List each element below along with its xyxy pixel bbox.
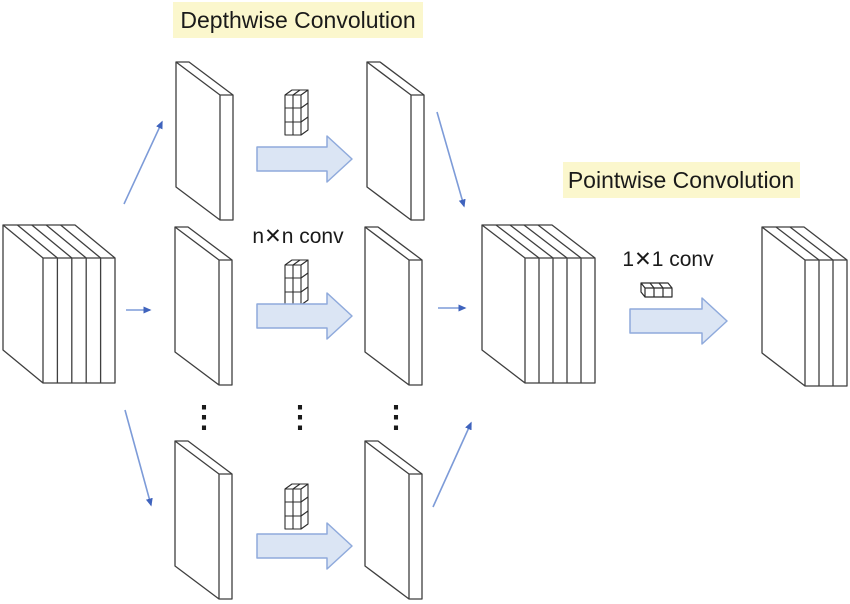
channel-slab-top bbox=[175, 61, 234, 221]
split-arrow-top bbox=[123, 120, 163, 205]
output-tensor bbox=[761, 226, 848, 387]
depthwise-conv-arrow-middle bbox=[256, 292, 353, 340]
channel-slab-bottom bbox=[174, 440, 233, 600]
merge-arrow-bottom bbox=[432, 421, 472, 508]
pointwise-title-highlight bbox=[563, 162, 800, 198]
ellipsis-kernel-column: ⋮ bbox=[285, 401, 315, 434]
depthwise-kernel-bottom bbox=[284, 483, 309, 530]
depthwise-kernel-middle bbox=[284, 259, 309, 306]
merge-arrow-top bbox=[436, 111, 466, 208]
input-tensor bbox=[2, 224, 116, 384]
split-arrow-bottom bbox=[124, 409, 153, 507]
pointwise-conv-arrow bbox=[629, 297, 728, 345]
depthwise-conv-arrow-top bbox=[256, 135, 353, 183]
filtered-slab-middle bbox=[364, 226, 423, 386]
filtered-slab-top bbox=[366, 61, 425, 221]
filtered-slab-bottom bbox=[364, 440, 423, 600]
depthwise-title: Depthwise Convolution bbox=[180, 7, 415, 33]
concatenated-tensor bbox=[481, 224, 596, 384]
depthwise-title-highlight bbox=[173, 2, 423, 38]
depthwise-kernel-label: n✕n conv bbox=[252, 225, 344, 248]
channel-split-merge-arrows bbox=[123, 111, 472, 508]
ellipsis-right-column: ⋮ bbox=[381, 401, 411, 434]
ellipsis-left-column: ⋮ bbox=[189, 401, 219, 434]
pointwise-kernel bbox=[640, 282, 673, 298]
depthwise-kernel-top bbox=[284, 89, 309, 136]
depthwise-conv-arrow-bottom bbox=[256, 522, 353, 570]
pointwise-title: Pointwise Convolution bbox=[568, 167, 794, 193]
channel-slab-middle bbox=[174, 226, 233, 386]
pointwise-kernel-label: 1✕1 conv bbox=[622, 248, 714, 271]
